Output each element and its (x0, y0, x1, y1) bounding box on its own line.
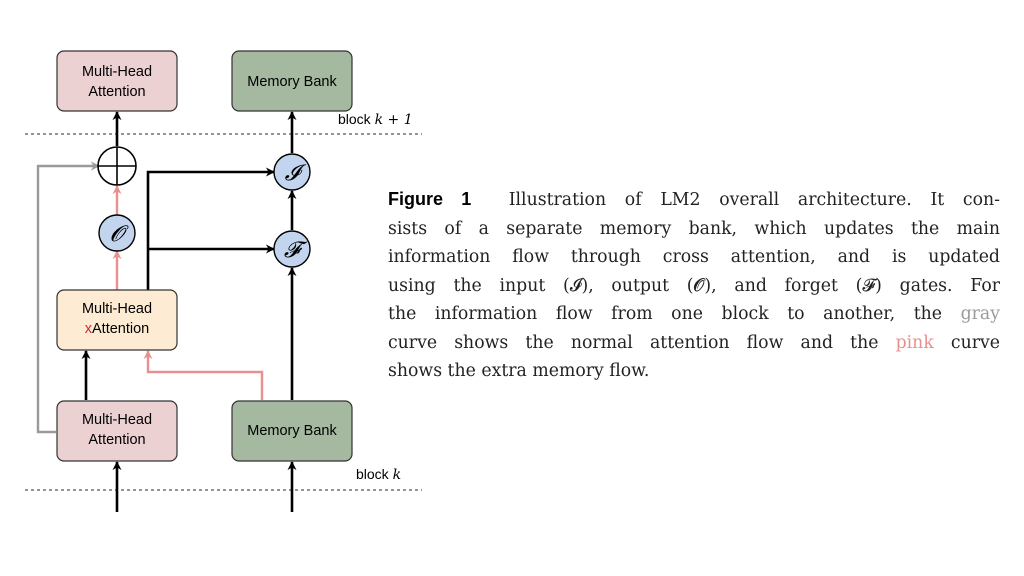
top-attention-label-line2: Attention (88, 84, 145, 100)
xattention-box: Multi-Head xAttention (56, 289, 178, 351)
output-gate-node: 𝓞 (98, 214, 136, 252)
block-label-lower: block k (356, 466, 401, 483)
figure-caption: Figure 1 Illustration of LM2 overall arc… (388, 185, 1000, 386)
top-memory-bank-box: Memory Bank (231, 50, 353, 112)
bottom-memory-bank-label: Memory Bank (247, 423, 337, 439)
bottom-attention-box: Multi-Head Attention (56, 400, 178, 462)
bottom-attention-label-line2: Attention (88, 432, 145, 448)
caption-line-2: sists of a separate memory bank, which u… (388, 218, 1000, 239)
caption-line-3: information flow through cross attention… (388, 247, 1000, 267)
caption-line-4: using the input (𝓘), output (𝓞), and for… (388, 275, 1000, 296)
figure-label: Figure 1 (388, 189, 472, 209)
gray-word: gray (960, 304, 1000, 324)
top-attention-box: Multi-Head Attention (56, 50, 178, 112)
caption-line-1: Figure 1 Illustration of LM2 overall arc… (388, 189, 1000, 210)
bottom-memory-bank-box: Memory Bank (231, 400, 353, 462)
xattention-label-line1: Multi-Head (82, 301, 152, 317)
xattention-label-line2: xAttention (85, 321, 150, 337)
pink-memory-flow-arrow (143, 350, 264, 400)
residual-plus-node (97, 146, 137, 186)
caption-line-7: shows the extra memory flow. (388, 361, 650, 381)
xattention-to-input-gate-arrow (146, 167, 275, 290)
architecture-diagram: block k + 1 block k Multi-Head Attention… (25, 50, 422, 512)
forget-gate-node: 𝓕 (273, 230, 311, 268)
bottom-attention-label-line1: Multi-Head (82, 412, 152, 428)
block-label-upper: block k + 1 (338, 111, 413, 128)
pink-word: pink (895, 332, 934, 353)
top-memory-bank-label: Memory Bank (247, 74, 337, 90)
gray-attention-flow-arrow (36, 161, 100, 434)
top-attention-label-line1: Multi-Head (82, 64, 152, 80)
caption-line-6: curve shows the normal attention flow an… (388, 332, 1000, 353)
caption-line-5: the information flow from one block to a… (388, 304, 1000, 324)
input-gate-node: 𝓘 (273, 153, 311, 191)
